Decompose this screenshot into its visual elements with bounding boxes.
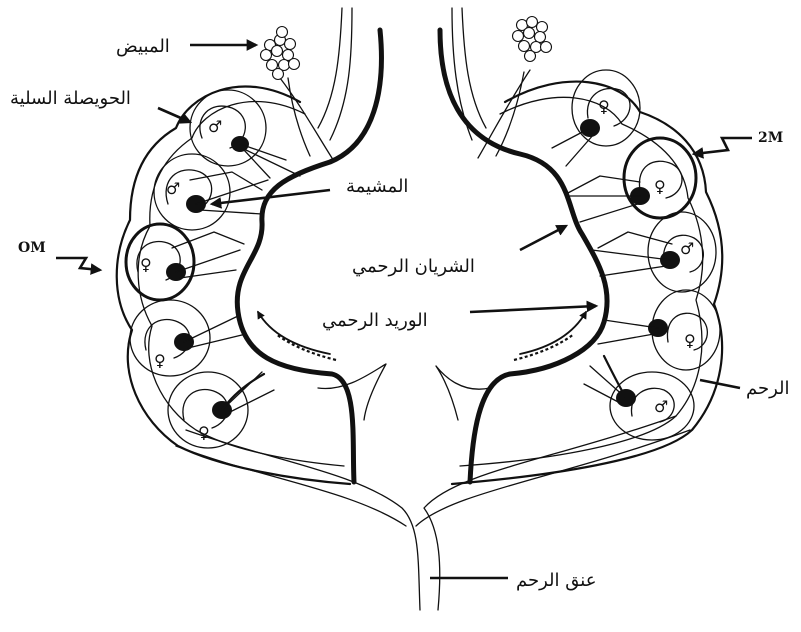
label-corpus-luteum: الحويصلة السلية bbox=[10, 88, 131, 109]
label-uterus: الرحم bbox=[746, 378, 790, 399]
label-uterine-vein: الوريد الرحمي bbox=[322, 310, 428, 331]
fetus-sex-symbol: ♀ bbox=[654, 177, 666, 196]
uterine-body bbox=[176, 416, 690, 610]
fetus-sex-symbol: ♀ bbox=[198, 423, 210, 442]
label-placenta: المشيمة bbox=[346, 176, 408, 197]
right-ovary bbox=[513, 17, 552, 62]
label-2m: 2M bbox=[758, 130, 783, 146]
label-om: OM bbox=[18, 240, 46, 256]
left-ovarian-ligament bbox=[280, 8, 352, 158]
text-labels: المبيض الحويصلة السلية OM المشيمة الشريا… bbox=[10, 36, 790, 591]
fetus-sex-symbol: ♂ bbox=[208, 117, 222, 136]
fetus-sex-symbol: ♂ bbox=[680, 239, 694, 258]
inner-folds bbox=[318, 364, 490, 420]
fetus-sex-symbol: ♀ bbox=[154, 351, 166, 370]
fetus-sex-symbol: ♂ bbox=[654, 397, 668, 416]
fetus-sex-symbol: ♂ bbox=[166, 179, 180, 198]
fetus-sex-symbol: ♀ bbox=[140, 255, 152, 274]
right-vessel-branches bbox=[552, 128, 672, 404]
label-uterine-artery: الشريان الرحمي bbox=[352, 256, 475, 277]
label-ovary: المبيض bbox=[116, 36, 170, 57]
fetus-sex-symbol: ♀ bbox=[684, 331, 696, 350]
fetus-sex-symbol: ♀ bbox=[598, 97, 610, 116]
label-cervix: عنق الرحم bbox=[516, 570, 596, 591]
left-ovary bbox=[261, 27, 300, 80]
